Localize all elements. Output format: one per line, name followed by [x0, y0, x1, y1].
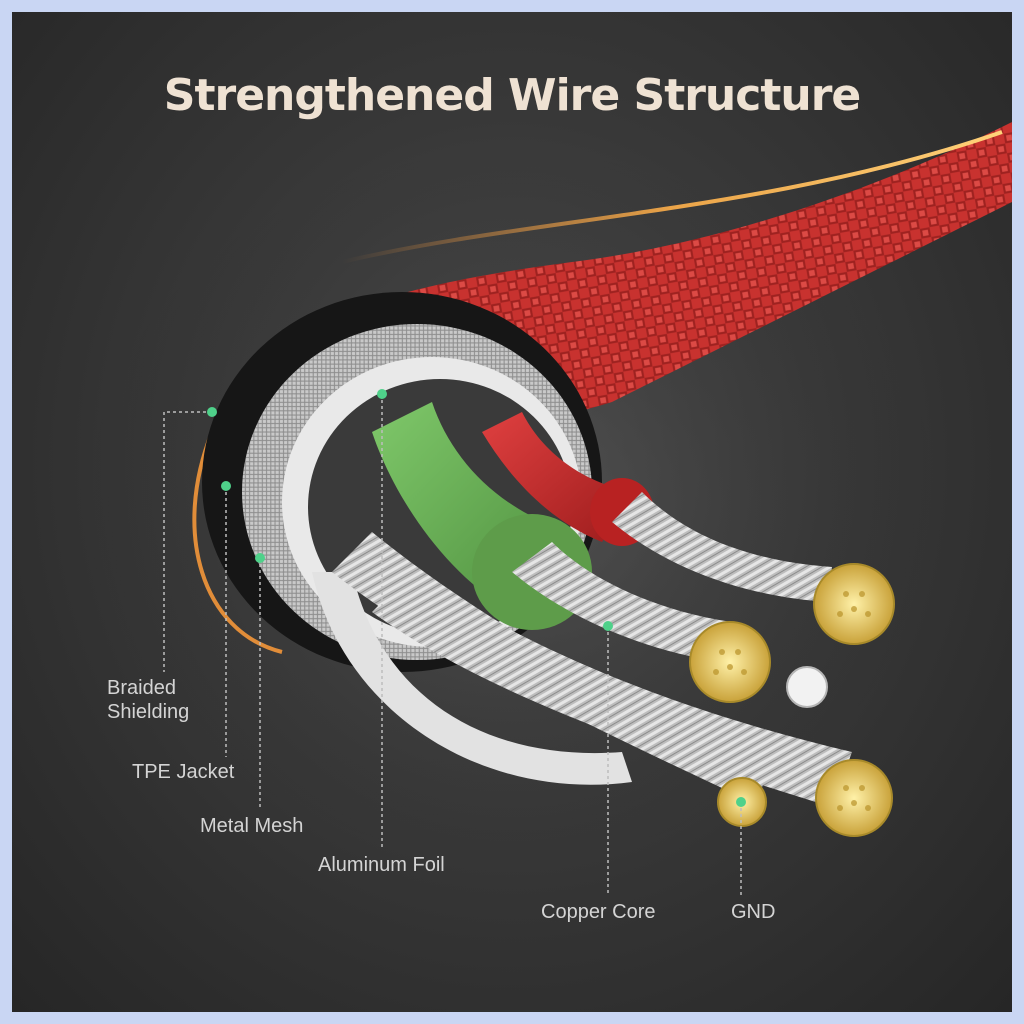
foil-wrap-trail: [312, 572, 632, 785]
label-metal-mesh: Metal Mesh: [200, 815, 304, 837]
cable-illustration: [82, 122, 1012, 896]
cable-highlight: [341, 130, 1003, 264]
label-copper-core: Copper Core: [541, 901, 656, 923]
label-braided-shielding: Braided Shielding: [107, 676, 189, 724]
edge-glow: [192, 431, 283, 654]
red-conductor-strands: [612, 492, 832, 602]
diagram-panel: Strengthened Wire Structure: [12, 12, 1012, 1012]
label-braided-shielding-line2: Shielding: [107, 701, 190, 723]
label-gnd: GND: [731, 901, 776, 923]
copper-tip-green: [689, 621, 771, 703]
green-conductor-strands: [512, 542, 732, 662]
copper-tip-red: [813, 563, 895, 645]
copper-tip-lower: [815, 759, 893, 837]
lower-strand-bundle: [372, 572, 852, 807]
label-braided-shielding-line1: Braided: [107, 677, 176, 699]
marker-dots: [207, 389, 746, 807]
leader-lines: [163, 394, 742, 896]
tip-dots: [713, 591, 871, 811]
page-title: Strengthened Wire Structure: [163, 70, 861, 121]
white-strand-tip: [786, 666, 828, 708]
label-aluminum-foil: Aluminum Foil: [318, 854, 445, 876]
label-tpe-jacket: TPE Jacket: [132, 761, 235, 783]
